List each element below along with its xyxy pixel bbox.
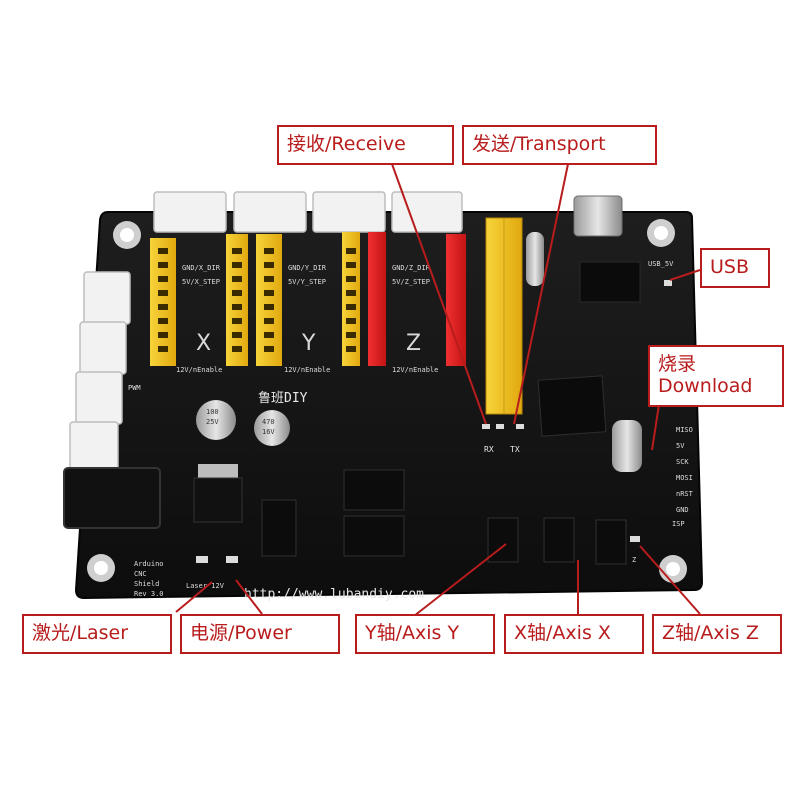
svg-text:MOSI: MOSI <box>676 474 693 482</box>
callout-power: 电源/Power <box>180 614 340 654</box>
svg-text:25V: 25V <box>206 418 219 426</box>
svg-text:12V/nEnable: 12V/nEnable <box>284 366 330 374</box>
io-pin-header <box>485 217 523 415</box>
svg-text:5V: 5V <box>676 442 685 450</box>
dc-power-jack <box>63 467 161 529</box>
pwm-label: PWM <box>128 384 141 392</box>
svg-text:12V/nEnable: 12V/nEnable <box>392 366 438 374</box>
svg-text:GND/X_DIR: GND/X_DIR <box>182 264 221 272</box>
top-connectors <box>153 191 463 233</box>
svg-text:ISP: ISP <box>672 520 685 528</box>
z-silk-label: Z <box>632 556 636 564</box>
svg-text:5V/Z_STEP: 5V/Z_STEP <box>392 278 430 286</box>
capacitor-470-16v: 470 16V <box>254 410 290 446</box>
usb-5v-label: USB_5V <box>648 260 674 268</box>
callout-axis-z: Z轴/Axis Z <box>652 614 782 654</box>
crystal-top <box>526 232 544 286</box>
svg-text:SCK: SCK <box>676 458 689 466</box>
callout-laser: 激光/Laser <box>22 614 172 654</box>
svg-text:Z: Z <box>406 331 421 356</box>
callout-axis-y: Y轴/Axis Y <box>355 614 495 654</box>
svg-text:Rev 3.0: Rev 3.0 <box>134 590 164 598</box>
svg-text:MISO: MISO <box>676 426 693 434</box>
svg-text:Shield: Shield <box>134 580 159 588</box>
svg-text:100: 100 <box>206 408 219 416</box>
svg-text:X: X <box>196 331 211 356</box>
callout-axis-x: X轴/Axis X <box>504 614 644 654</box>
smd-chips <box>261 469 627 565</box>
callout-receive: 接收/Receive <box>277 125 454 165</box>
header-pin-holes <box>158 248 356 352</box>
rx-label: RX <box>484 445 494 454</box>
svg-text:16V: 16V <box>262 428 275 436</box>
svg-text:5V/X_STEP: 5V/X_STEP <box>182 278 220 286</box>
left-connectors <box>69 271 131 473</box>
callout-download: 烧录 Download <box>648 345 784 407</box>
svg-text:5V/Y_STEP: 5V/Y_STEP <box>288 278 326 286</box>
mini-usb-port <box>573 195 623 237</box>
brand-logo: 鲁班DIY <box>258 391 308 406</box>
svg-text:CNC: CNC <box>134 570 147 578</box>
tx-label: TX <box>510 445 520 454</box>
callout-transport: 发送/Transport <box>462 125 657 165</box>
callout-usb: USB <box>700 248 770 288</box>
driver-z-silk: GND/Z_DIR 5V/Z_STEP Z 12V/nEnable <box>392 264 438 374</box>
driver-y-silk: GND/Y_DIR 5V/Y_STEP Y 12V/nEnable <box>284 264 330 374</box>
callout-download-cn: 烧录 <box>658 353 697 375</box>
svg-text:12V/nEnable: 12V/nEnable <box>176 366 222 374</box>
arduino-shield-silk: Arduino CNC Shield Rev 3.0 <box>134 560 164 598</box>
capacitor-100-25v: 100 25V <box>196 400 236 440</box>
svg-text:GND/Y_DIR: GND/Y_DIR <box>288 264 327 272</box>
board-url: http://www.lubandiy.com <box>244 587 424 602</box>
svg-text:GND/Z_DIR: GND/Z_DIR <box>392 264 431 272</box>
svg-text:470: 470 <box>262 418 275 426</box>
svg-text:nRST: nRST <box>676 490 694 498</box>
laser-12v-label: Laser 12V <box>186 582 225 590</box>
svg-text:Arduino: Arduino <box>134 560 164 568</box>
mcu-chip <box>537 375 607 437</box>
smd-components <box>196 280 672 563</box>
isp-pin-labels: MISO 5V SCK MOSI nRST GND ISP <box>672 426 694 528</box>
driver-x-silk: GND/X_DIR 5V/X_STEP X 12V/nEnable <box>176 264 222 374</box>
crystal-download <box>612 420 642 472</box>
callout-download-en: Download <box>658 375 753 397</box>
callout-leaders <box>175 163 701 617</box>
svg-text:GND: GND <box>676 506 689 514</box>
usb-chip <box>579 261 641 303</box>
voltage-regulator <box>193 464 243 523</box>
svg-text:Y: Y <box>301 331 316 356</box>
